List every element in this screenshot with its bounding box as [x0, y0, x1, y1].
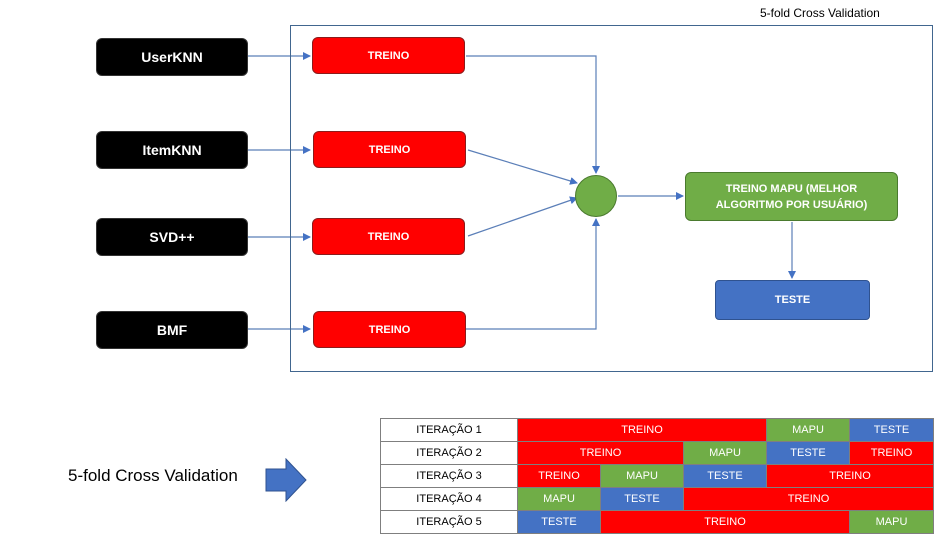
fold-cell: MAPU [849, 510, 934, 534]
iteration-label: ITERAÇÃO 2 [380, 441, 518, 465]
table-row: ITERAÇÃO 1 TREINO MAPU TESTE [380, 418, 934, 442]
folds-table: ITERAÇÃO 1 TREINO MAPU TESTE ITERAÇÃO 2 … [380, 418, 934, 534]
iteration-label: ITERAÇÃO 3 [380, 464, 518, 488]
table-row: ITERAÇÃO 4 MAPU TESTE TREINO [380, 487, 934, 511]
fold-cell: MAPU [600, 464, 684, 488]
algo-itemknn: ItemKNN [96, 131, 248, 169]
iteration-label: ITERAÇÃO 4 [380, 487, 518, 511]
fold-cell: TREINO [849, 441, 934, 465]
treino-box-3: TREINO [312, 218, 465, 255]
fold-cell: TESTE [517, 510, 601, 534]
fold-cell: TREINO [683, 487, 934, 511]
fold-cell: TREINO [766, 464, 934, 488]
fold-cell: TESTE [600, 487, 684, 511]
treino-box-2: TREINO [313, 131, 466, 168]
fold-cell: MAPU [517, 487, 601, 511]
fold-cell: TREINO [517, 441, 684, 465]
fold-cell: TREINO [600, 510, 850, 534]
combiner-node [575, 175, 617, 217]
table-row: ITERAÇÃO 2 TREINO MAPU TESTE TREINO [380, 441, 934, 465]
fold-cell: TESTE [766, 441, 850, 465]
cv-label: 5-fold Cross Validation [68, 466, 238, 485]
treino-box-4: TREINO [313, 311, 466, 348]
fold-cell: TREINO [517, 464, 601, 488]
right-arrow-icon [265, 458, 307, 502]
teste-box: TESTE [715, 280, 870, 320]
iteration-label: ITERAÇÃO 1 [380, 418, 518, 442]
algo-bmf: BMF [96, 311, 248, 349]
fold-cell: MAPU [683, 441, 767, 465]
treino-box-1: TREINO [312, 37, 465, 74]
treino-mapu-box: TREINO MAPU (MELHOR ALGORITMO POR USUÁRI… [685, 172, 898, 221]
table-row: ITERAÇÃO 3 TREINO MAPU TESTE TREINO [380, 464, 934, 488]
algo-userknn: UserKNN [96, 38, 248, 76]
cross-validation-frame [290, 25, 933, 372]
iteration-label: ITERAÇÃO 5 [380, 510, 518, 534]
table-row: ITERAÇÃO 5 TESTE TREINO MAPU [380, 510, 934, 534]
fold-cell: MAPU [766, 418, 850, 442]
fold-cell: TESTE [683, 464, 767, 488]
frame-title: 5-fold Cross Validation [760, 6, 880, 20]
algo-svdpp: SVD++ [96, 218, 248, 256]
fold-cell: TESTE [849, 418, 934, 442]
fold-cell: TREINO [517, 418, 767, 442]
